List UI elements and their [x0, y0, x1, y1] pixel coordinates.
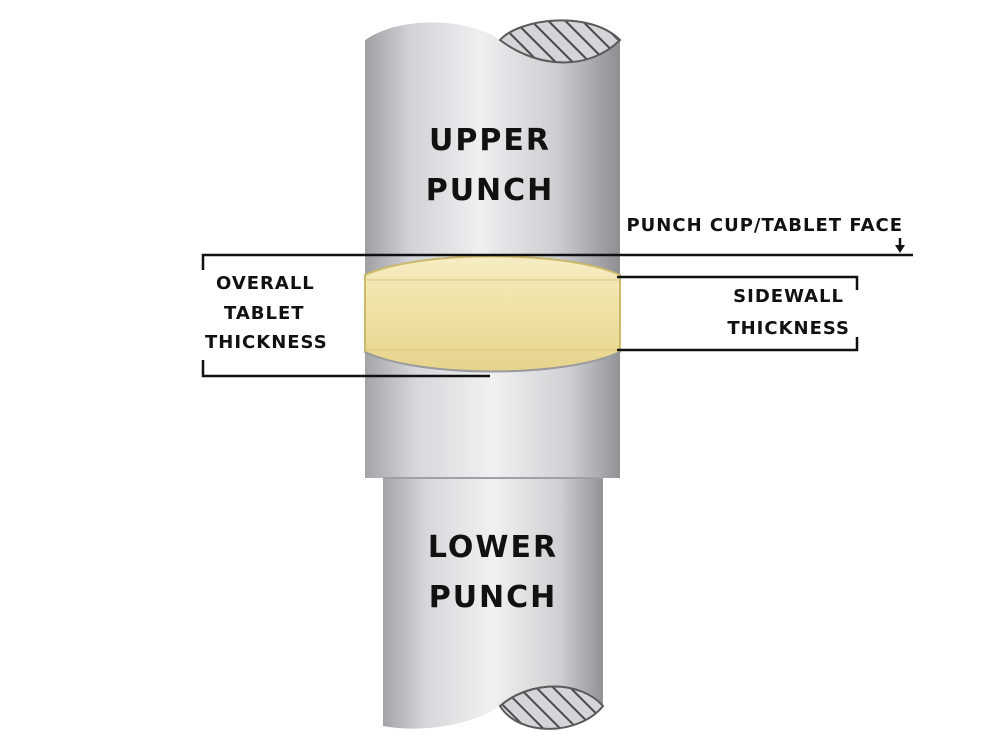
overall-thickness-label-line2: TABLET: [224, 303, 305, 324]
lower-punch: [383, 477, 605, 730]
overall-thickness-label-line3: THICKNESS: [205, 332, 328, 353]
upper-punch-label-line2: PUNCH: [426, 173, 555, 208]
punch-cup-face-line: [201, 253, 913, 270]
die-body: [364, 351, 621, 478]
sidewall-top-bracket: [617, 275, 859, 290]
callout-lines: [201, 238, 913, 378]
sidewall-thickness-label-line2: THICKNESS: [727, 318, 850, 339]
tablet: [364, 255, 621, 373]
overall-thickness-bracket: [201, 360, 490, 378]
overall-thickness-label-line1: OVERALL: [216, 273, 315, 294]
sidewall-bottom-bracket: [617, 337, 859, 352]
sidewall-thickness-label-line1: SIDEWALL: [733, 286, 844, 307]
punch-cup-face-label: PUNCH CUP/TABLET FACE: [626, 215, 903, 236]
lower-punch-label-line2: PUNCH: [429, 580, 558, 615]
lower-punch-label-line1: LOWER: [428, 530, 558, 565]
punch-cup-arrow-icon: [895, 245, 905, 253]
upper-punch-label-line1: UPPER: [429, 123, 551, 158]
